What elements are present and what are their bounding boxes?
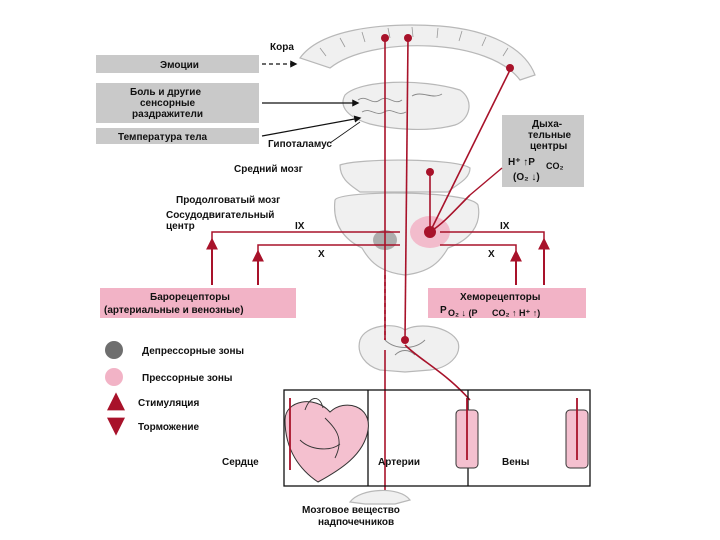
adrenal-label-1: Мозговое вещество [302, 505, 400, 516]
cortex-label: Кора [270, 42, 294, 53]
legend-stimulation-label: Стимуляция [138, 398, 199, 409]
nerve-x-left-label: X [318, 249, 325, 260]
hypothalamus-label: Гипоталамус [268, 139, 332, 150]
adrenal-label-2: надпочечников [318, 517, 394, 528]
artery-label: Артерии [378, 457, 420, 468]
legend-depressor-swatch [105, 341, 123, 359]
respiratory-chemo-h: H⁺ ↑P [508, 157, 535, 168]
baroreceptors-label-2: (артериальные и венозные) [104, 305, 244, 316]
emotions-box [96, 55, 259, 73]
vein-label: Вены [502, 457, 529, 468]
midbrain-label: Средний мозг [234, 164, 303, 175]
pain-label-2: сенсорные [140, 98, 196, 109]
heart-label: Сердце [222, 457, 259, 468]
nerve-x-right-label: X [488, 249, 495, 260]
temperature-arrow [261, 115, 362, 137]
pain-box [96, 83, 259, 123]
baroreceptors-box [100, 288, 296, 318]
baroreceptors-label-1: Барорецепторы [150, 292, 230, 303]
respiratory-chemo-co2: CO₂ [546, 161, 564, 171]
legend-inhibition-label: Торможение [138, 422, 200, 433]
respiratory-box [502, 115, 584, 187]
legend-pressor-label: Прессорные зоны [142, 373, 232, 384]
afferent-arrows [206, 237, 550, 285]
cortex-node-left [381, 34, 389, 42]
cortex-gyri [319, 26, 509, 57]
chemoreceptors-label-2: P [440, 305, 447, 316]
spinal-node [401, 336, 409, 344]
respiratory-label-2: тельные [528, 130, 572, 141]
emotions-label: Эмоции [160, 60, 199, 71]
cortex-node-mid [404, 34, 412, 42]
midbrain-node [426, 168, 434, 176]
chemoreceptors-label-2b: O₂ ↓ (P [448, 308, 478, 318]
nerve-ix-right-label: IX [500, 221, 510, 232]
hypothalamus-folds [357, 93, 443, 114]
respiratory-label-1: Дыха- [532, 119, 562, 130]
chemoreceptors-label-1: Хеморецепторы [460, 292, 540, 303]
hypothalamus-pointer [329, 121, 361, 144]
temperature-box [96, 128, 259, 144]
medulla-label: Продолговатый мозг [176, 195, 280, 206]
cortex-shape [299, 24, 536, 81]
vasomotor-center-node [424, 226, 436, 238]
legend-pressor-swatch [105, 368, 123, 386]
cortex-node-right [506, 64, 514, 72]
heart-icon [284, 401, 369, 483]
pain-label-3: раздражители [132, 109, 203, 120]
chemoreceptors-box [428, 288, 586, 318]
legend-depressor-label: Депрессорные зоны [142, 346, 244, 357]
nerve-ix-left-label: IX [295, 221, 305, 232]
chemoreceptors-label-2c: CO₂ ↑ H⁺ ↑) [492, 308, 540, 318]
temperature-label: Температура тела [118, 132, 208, 143]
vasomotor-label-1: Сосудодвигательный [166, 210, 274, 221]
spinal-cord-gray-matter [384, 339, 426, 356]
pain-label-1: Боль и другие [130, 87, 201, 98]
respiratory-label-3: центры [530, 141, 567, 152]
heart-vessels [299, 398, 341, 459]
respiratory-pointer [469, 167, 503, 196]
midbrain-shape [339, 159, 471, 193]
vasomotor-label-2: центр [166, 221, 195, 232]
hypothalamus-shape [342, 81, 470, 130]
respiratory-chemo-o2: (O₂ ↓) [513, 172, 540, 183]
adrenal-medulla-shape [348, 489, 411, 505]
